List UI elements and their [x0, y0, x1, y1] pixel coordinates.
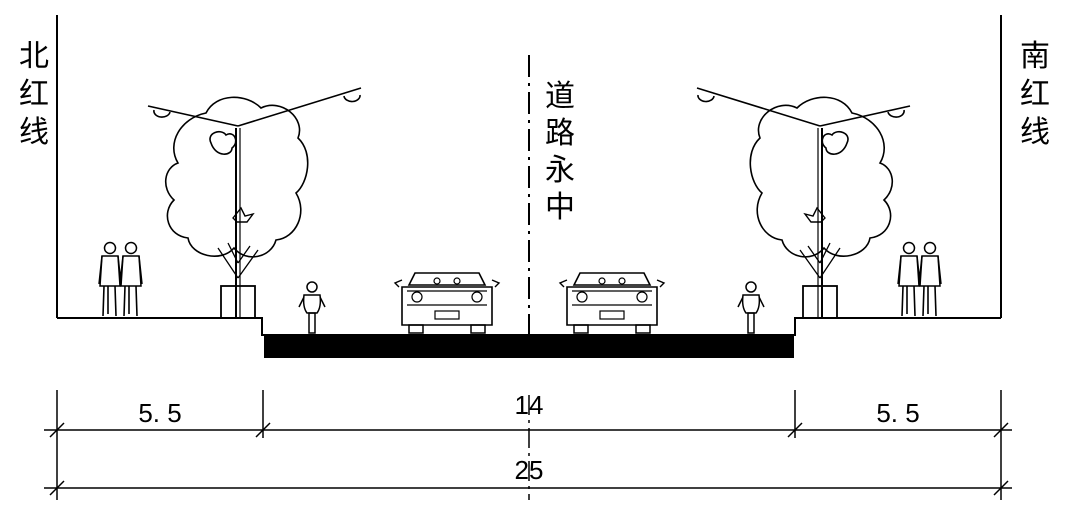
- south-red-line-label: 南 红 线: [1015, 38, 1055, 152]
- label-char: 南: [1020, 39, 1050, 74]
- cyclist-icon: [298, 281, 326, 334]
- pedestrian-icon: [897, 241, 921, 317]
- label-char: 红: [19, 77, 49, 112]
- pedestrian-icon: [98, 241, 122, 317]
- label-char: 路: [545, 116, 575, 151]
- pedestrian-icon: [918, 241, 942, 317]
- label-char: 北: [19, 39, 49, 74]
- label-char: 线: [19, 115, 49, 150]
- label-char: 红: [1020, 77, 1050, 112]
- dim-roadway: 14: [515, 390, 544, 420]
- tree-icon: [696, 87, 911, 319]
- car-icon: [559, 272, 665, 334]
- center-line-label: 道 路 永 中: [540, 78, 580, 226]
- dimension-lines: [44, 390, 1012, 500]
- car-icon: [394, 272, 500, 334]
- tree-icon: [147, 87, 362, 319]
- label-char: 永: [545, 153, 575, 188]
- label-char: 中: [545, 190, 575, 225]
- road-pavement: [264, 335, 794, 358]
- label-char: 道: [545, 79, 575, 114]
- dim-left-sidewalk: 5. 5: [138, 398, 181, 428]
- pedestrian-icon: [119, 241, 143, 317]
- dim-total: 25: [515, 455, 544, 485]
- north-red-line-label: 北 红 线: [14, 38, 54, 152]
- label-char: 线: [1020, 115, 1050, 150]
- dim-right-sidewalk: 5. 5: [876, 398, 919, 428]
- cyclist-icon: [737, 281, 765, 334]
